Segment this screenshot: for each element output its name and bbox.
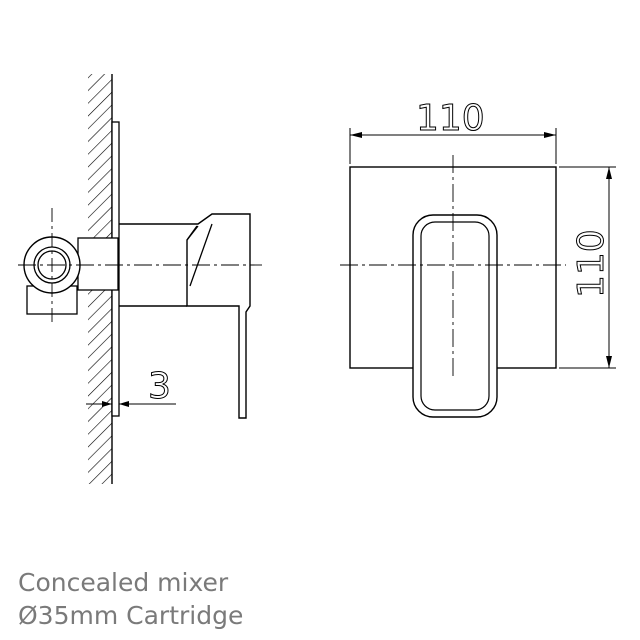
dim-width-label: 110 xyxy=(416,98,485,139)
handle-front-inner xyxy=(420,221,490,411)
caption-cartridge: Ø35mm Cartridge xyxy=(18,601,244,630)
handle-body-side xyxy=(119,213,251,419)
handle-lever-joint xyxy=(186,225,199,241)
handle-front xyxy=(412,214,498,418)
caption-title: Concealed mixer xyxy=(18,568,229,597)
dim-height-arrow-bottom xyxy=(606,356,612,368)
dim-height-arrow-top xyxy=(606,167,612,179)
front-view: 110 110 xyxy=(340,98,616,418)
dim-height-label: 110 xyxy=(571,229,612,298)
dim-width-arrow-left xyxy=(350,132,362,138)
inlet-pipe xyxy=(77,237,119,291)
dim-width-arrow-right xyxy=(544,132,556,138)
handle-lever-slope xyxy=(189,223,213,287)
side-view: 3 xyxy=(18,74,262,484)
dim-3-arrowhead-left xyxy=(102,401,112,407)
dim-3-label: 3 xyxy=(148,366,171,407)
dim-3-arrowhead-right xyxy=(119,401,129,407)
